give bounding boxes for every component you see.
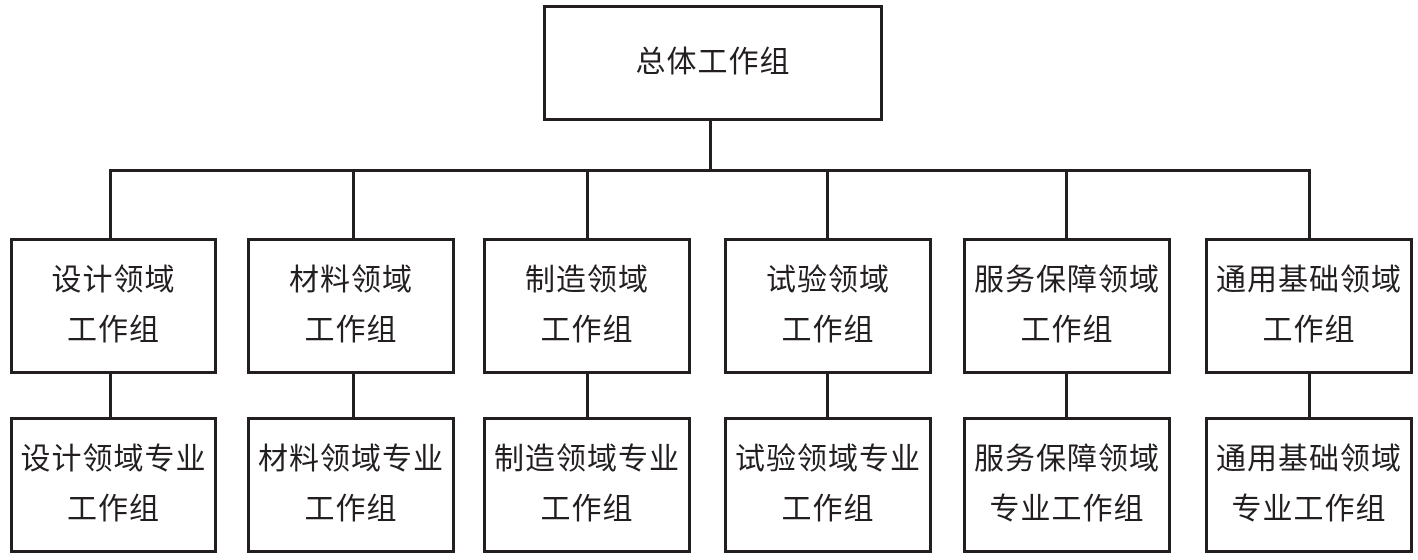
branch-connector [1308,169,1311,240]
node-label-line2: 专业工作组 [1231,492,1387,527]
node-label-line1: 服务保障领域 [974,263,1160,298]
general-foundation-workgroup-node: 通用基础领域 工作组 [1205,238,1413,374]
manufacturing-professional-workgroup-node: 制造领域专业 工作组 [483,417,691,553]
branch-connector [826,169,829,240]
sub-connector [1308,372,1311,419]
branch-connector [109,169,112,240]
node-label-line2: 工作组 [304,492,398,527]
node-label-line2: 工作组 [67,313,160,348]
node-label-line1: 设计领域专业 [20,442,207,477]
node-label-line1: 服务保障领域 [974,442,1160,477]
manufacturing-workgroup-node: 制造领域 工作组 [483,238,691,374]
node-label-line2: 工作组 [1020,313,1114,348]
node-label-line1: 通用基础领域 [1216,263,1402,298]
branch-connector [1065,169,1068,240]
sub-connector [352,372,355,419]
testing-professional-workgroup-node: 试验领域专业 工作组 [724,417,932,553]
node-label-line1: 材料领域专业 [258,442,444,477]
design-professional-workgroup-node: 设计领域专业 工作组 [10,417,217,553]
sub-connector [109,372,112,419]
node-label-line1: 试验领域专业 [735,442,921,477]
sub-connector [586,372,589,419]
sub-connector [1065,372,1068,419]
horizontal-connector [109,169,1311,172]
root-node: 总体工作组 [543,5,883,121]
node-label-line1: 材料领域 [289,263,413,298]
service-support-professional-workgroup-node: 服务保障领域 专业工作组 [963,417,1171,553]
node-label-line2: 工作组 [67,492,160,527]
node-label-line2: 工作组 [1262,313,1356,348]
node-label-line1: 制造领域专业 [494,442,680,477]
node-label-line2: 工作组 [304,313,398,348]
testing-workgroup-node: 试验领域 工作组 [724,238,932,374]
root-connector [709,119,712,171]
service-support-workgroup-node: 服务保障领域 工作组 [963,238,1171,374]
branch-connector [586,169,589,240]
node-label-line1: 制造领域 [525,263,649,298]
node-label-line1: 试验领域 [766,263,890,298]
node-label-line2: 工作组 [781,492,875,527]
materials-professional-workgroup-node: 材料领域专业 工作组 [247,417,455,553]
sub-connector [826,372,829,419]
branch-connector [352,169,355,240]
root-node-label: 总体工作组 [635,45,791,80]
design-workgroup-node: 设计领域 工作组 [10,238,217,374]
node-label-line2: 工作组 [540,313,634,348]
node-label-line2: 专业工作组 [989,492,1145,527]
node-label-line2: 工作组 [540,492,634,527]
general-foundation-professional-workgroup-node: 通用基础领域 专业工作组 [1205,417,1413,553]
node-label-line1: 设计领域 [51,263,176,298]
node-label-line1: 通用基础领域 [1216,442,1402,477]
materials-workgroup-node: 材料领域 工作组 [247,238,455,374]
node-label-line2: 工作组 [781,313,875,348]
